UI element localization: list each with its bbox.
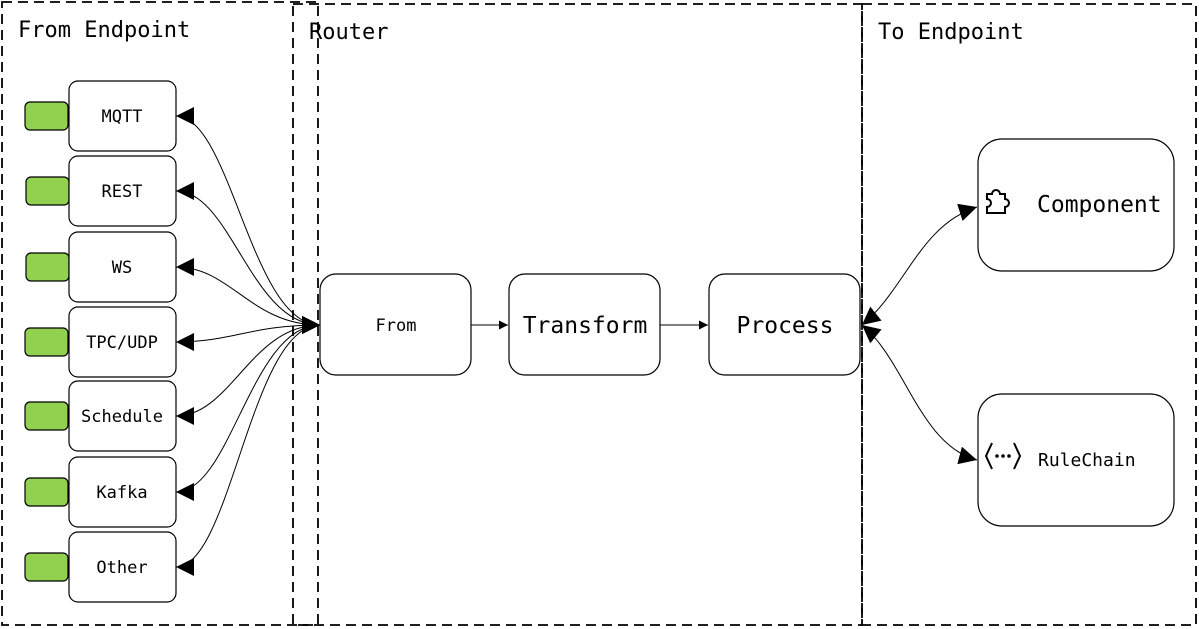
endpoint-box[interactable]	[68, 380, 177, 452]
rulechain-label: RuleChain	[1038, 450, 1136, 471]
process-step-box[interactable]	[708, 273, 861, 376]
endpoint-tab	[24, 101, 69, 131]
endpoint-link	[175, 316, 321, 425]
process-rulechain-link	[861, 324, 978, 465]
endpoint-link	[175, 316, 321, 576]
endpoint-link	[175, 182, 321, 334]
endpoint-tab	[24, 477, 69, 507]
endpoint-link	[175, 258, 321, 334]
puzzle-piece-icon	[986, 189, 1010, 214]
endpoint-item[interactable]: Kafka	[24, 456, 177, 528]
rulechain-target-box[interactable]	[977, 393, 1175, 527]
endpoint-label: Schedule	[81, 407, 163, 427]
to-endpoint-title: To Endpoint	[878, 20, 1024, 45]
endpoint-tab	[25, 176, 70, 206]
endpoint-box[interactable]	[68, 231, 177, 303]
from-endpoint-title: From Endpoint	[18, 18, 190, 43]
endpoint-item[interactable]: MQTT	[24, 80, 177, 152]
endpoint-item[interactable]: TPC/UDP	[24, 306, 177, 378]
endpoint-item[interactable]: REST	[25, 155, 177, 227]
endpoint-box[interactable]	[68, 80, 177, 152]
endpoint-item[interactable]: Other	[24, 531, 177, 603]
endpoint-tab	[25, 252, 70, 282]
component-target-box[interactable]	[977, 138, 1175, 272]
process-step-label: Process	[737, 313, 834, 339]
component-label: Component	[1037, 192, 1162, 218]
from-step-label: From	[376, 316, 417, 336]
router-title: Router	[309, 20, 388, 45]
endpoint-label: REST	[102, 182, 143, 202]
endpoint-link	[175, 316, 321, 501]
endpoint-label: Kafka	[96, 483, 147, 503]
endpoint-box[interactable]	[68, 155, 177, 227]
endpoint-tab	[24, 552, 69, 582]
endpoint-box[interactable]	[68, 306, 177, 378]
endpoint-item[interactable]: Schedule	[24, 380, 177, 452]
transform-step-label: Transform	[523, 313, 648, 339]
endpoint-item[interactable]: WS	[25, 231, 177, 303]
angle-brackets-dots-icon	[984, 442, 1022, 470]
endpoint-label: WS	[112, 258, 132, 278]
endpoint-link	[175, 107, 321, 334]
endpoint-label: MQTT	[102, 107, 143, 127]
endpoint-connectors	[175, 107, 321, 576]
process-component-link	[861, 203, 978, 326]
endpoint-tab	[24, 401, 69, 431]
endpoint-label: TPC/UDP	[86, 333, 158, 353]
to-endpoint-section	[861, 3, 1197, 626]
endpoint-label: Other	[96, 558, 147, 578]
endpoint-tab	[24, 327, 69, 357]
endpoint-box[interactable]	[68, 531, 177, 603]
endpoint-box[interactable]	[68, 456, 177, 528]
